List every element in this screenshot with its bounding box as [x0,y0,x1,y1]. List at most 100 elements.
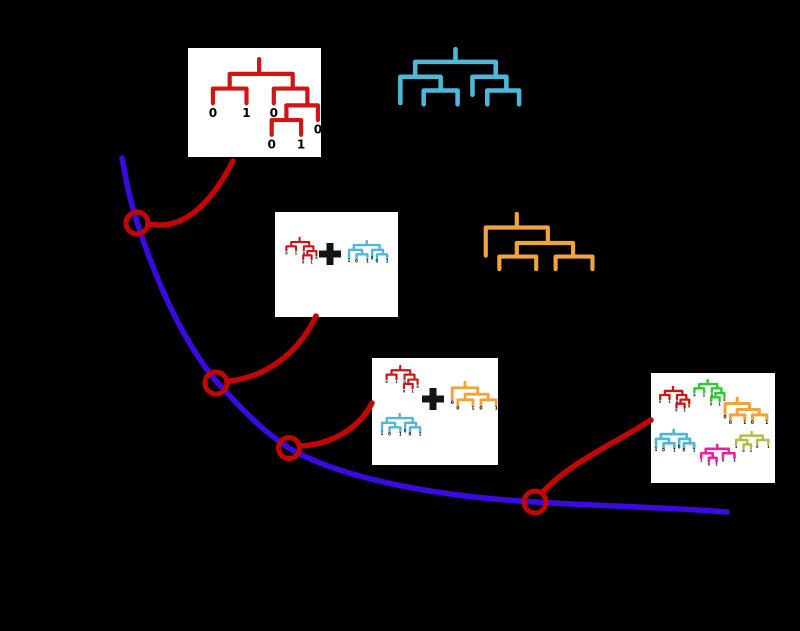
leaf-label: 0 [479,405,482,411]
leaf-label: 0 [285,251,288,255]
callout-connector [146,158,236,228]
leaf-label: 0 [270,106,278,120]
callout-connector [298,400,375,449]
leaf-label: 0 [742,449,745,453]
leaf-label: 0 [678,444,681,449]
leaf-label: 0 [708,462,711,466]
leaf-label: 0 [267,137,275,151]
leaf-label: 1 [310,260,313,264]
tree-branches [659,385,691,409]
leaf-label: 0 [676,400,679,404]
tree-branches [385,364,419,390]
tree-branches [210,57,320,137]
leaf-label: 1 [295,251,298,255]
leaf-label: 1 [733,459,736,463]
leaf-label: 1 [532,270,540,283]
leaf-label: 1 [668,400,671,404]
leaf-label: 1 [589,270,597,283]
leaf-label: 0 [403,389,406,393]
leaf-label: 1 [700,459,703,463]
leaf-label: 0 [662,447,665,452]
leaf-label: 1 [297,137,305,151]
tree-branches [693,378,726,403]
leaf-label: 0 [209,106,217,120]
leaf-label: 0 [404,428,407,433]
curve-highlight-circle [276,435,302,461]
leaf-label: 0 [729,420,732,426]
leaf-label: 0 [371,255,374,260]
leaf-label: 1 [395,380,398,384]
leaf-label: 1 [718,402,721,406]
leaf-label: 1 [399,431,402,436]
leaf-label: 1 [419,431,422,436]
leaf-label: 1 [765,420,768,426]
leaf-label: 1 [515,105,523,119]
leaf-label: 1 [703,393,706,397]
leaf-label: 0 [451,400,454,406]
box-background [188,48,321,157]
leaf-label: 0 [552,270,560,283]
leaf-label: 0 [388,431,391,436]
leaf-label: 0 [302,260,305,264]
callout-connector [226,313,319,384]
leaf-label: 1 [683,409,686,413]
leaf-label: 1 [715,462,718,466]
leaf-label: 1 [471,405,474,411]
leaf-label: 1 [348,258,351,263]
leaf-label: 0 [468,95,476,109]
leaf-label: 0 [416,385,419,389]
leaf-label: 0 [385,380,388,384]
tree-branches [347,239,389,260]
leaf-label: 0 [711,393,714,397]
leaf-label: 1 [693,447,696,452]
plus-icon [422,388,444,410]
leaf-label: 0 [314,123,322,137]
plus-icon [319,243,341,265]
tree-branches [723,396,769,422]
leaf-label: 0 [688,404,691,408]
tree-branches [450,380,498,407]
leaf-label: 0 [710,402,713,406]
curve-highlight-circle [521,488,549,516]
leaf-label: 1 [495,405,498,411]
leaf-label: 0 [675,409,678,413]
leaf-label: 1 [655,447,658,452]
leaf-label: 1 [242,106,250,120]
leaf-label: 1 [366,258,369,263]
leaf-label: 0 [376,258,379,263]
leaf-label: 0 [419,105,427,119]
leaf-label: 0 [403,380,406,384]
leaf-label: 0 [409,431,412,436]
leaf-label: 0 [724,415,727,421]
tree-branches [734,430,770,450]
leaf-label: 0 [722,459,725,463]
tree-branches [654,428,696,450]
leaf-label: 0 [756,445,759,449]
leaf-label: 1 [411,389,414,393]
leaf-label: 1 [453,105,461,119]
leaf-label: 0 [659,400,662,404]
leaf-label: 0 [723,398,726,402]
leaf-label: 1 [673,447,676,452]
leaf-label: 0 [495,270,503,283]
leaf-label: 0 [751,420,754,426]
tree-branches [483,211,595,272]
